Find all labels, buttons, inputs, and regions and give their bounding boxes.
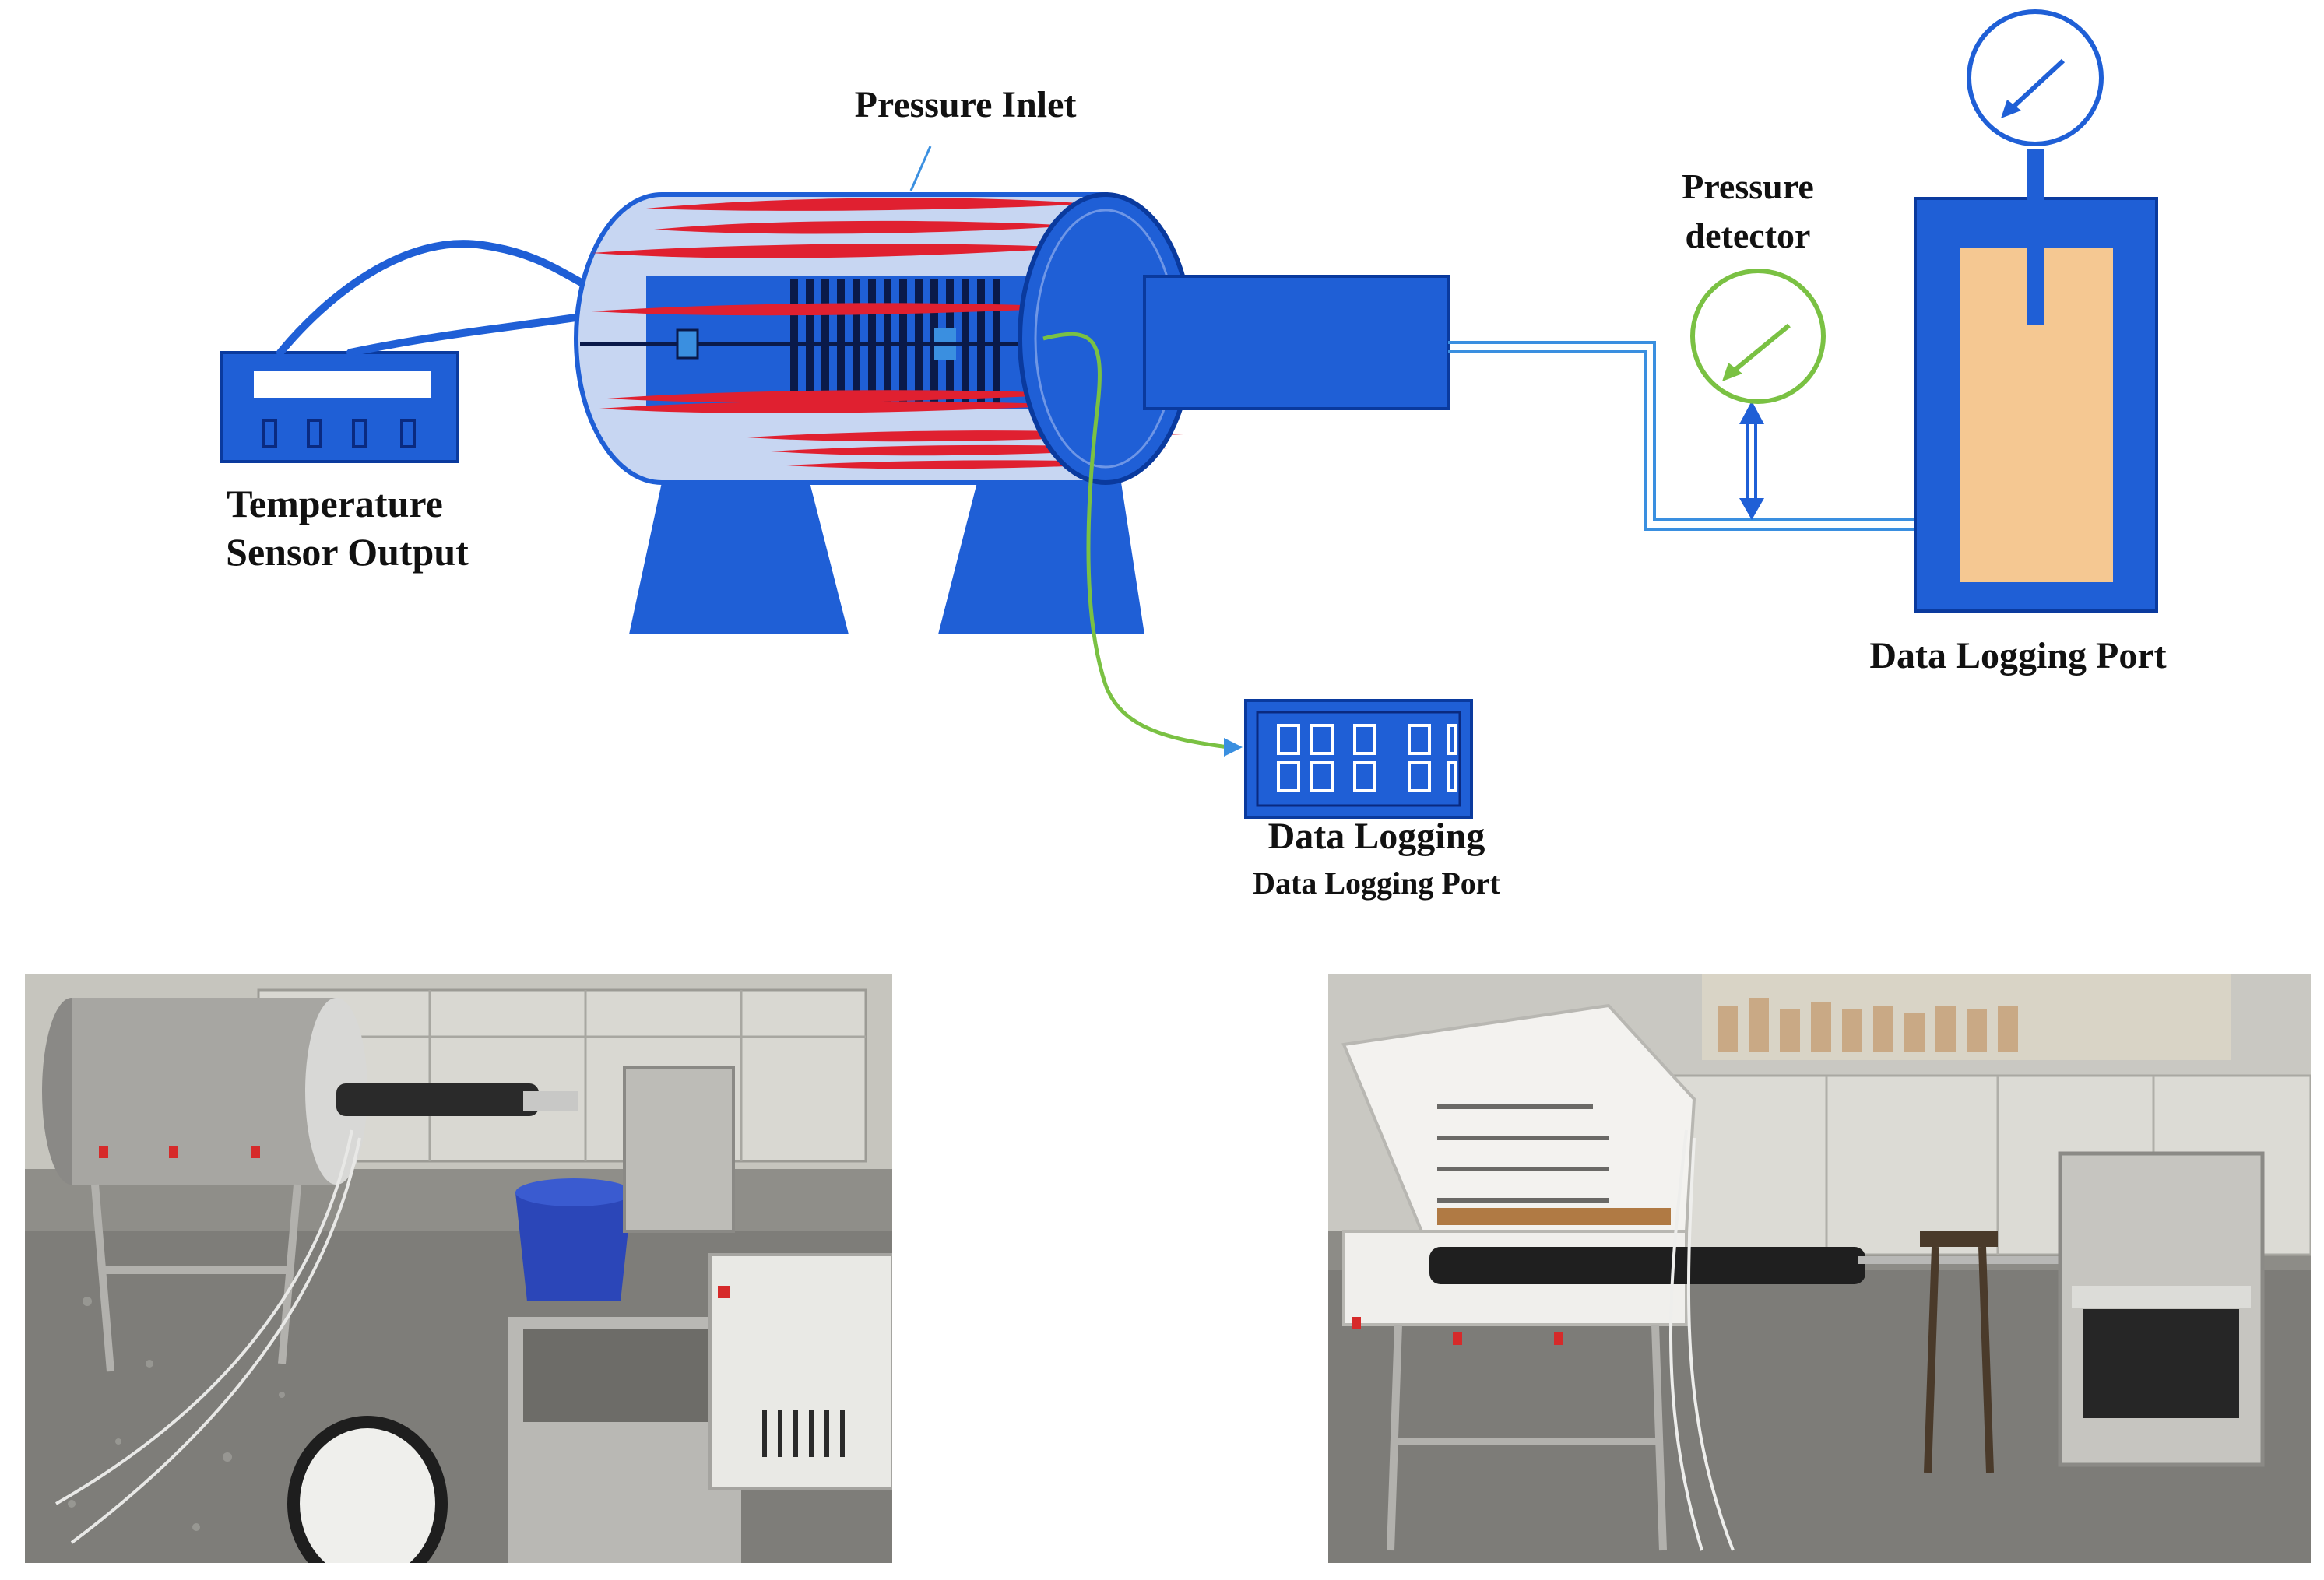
label-data-logging: Data Logging: [1268, 816, 1485, 857]
data-logging-display: [1244, 699, 1473, 819]
photo-right-opened-furnace: [1328, 974, 2311, 1563]
label-pressure-detector-line1: Pressure: [1682, 167, 1814, 206]
label-pressure-detector-line2: detector: [1686, 216, 1811, 255]
label-pressure-inlet: Pressure Inlet: [855, 84, 1077, 125]
temperature-sensor-box: [220, 351, 459, 463]
pressure-pipe: [1448, 341, 1915, 531]
signal-line-to-data-logger: [1042, 332, 1229, 750]
furnace-stands: [629, 483, 1144, 634]
signal-arrowhead: [1224, 738, 1243, 757]
temperature-sensor-cables: [276, 240, 596, 356]
label-temperature-sensor-output-line1: Temperature: [227, 482, 443, 525]
detector-connector-arrow: [1739, 401, 1764, 520]
pressure-detector-gauge: [1690, 269, 1826, 404]
pressure-inlet-pointer: [909, 146, 932, 191]
data-logging-port-vessel: [1914, 9, 2158, 613]
outlet-tube: [1143, 275, 1450, 410]
photo-left-furnace-setup: [25, 974, 892, 1563]
label-temperature-sensor-output-line2: Sensor Output: [226, 530, 469, 574]
furnace-vessel: [574, 192, 1194, 485]
label-data-logging-port-right: Data Logging Port: [1869, 635, 2166, 676]
label-data-logging-port-bottom: Data Logging Port: [1253, 865, 1500, 901]
experimental-setup-schematic: Pressure Inlet Temperature Sensor Output…: [220, 9, 2167, 901]
